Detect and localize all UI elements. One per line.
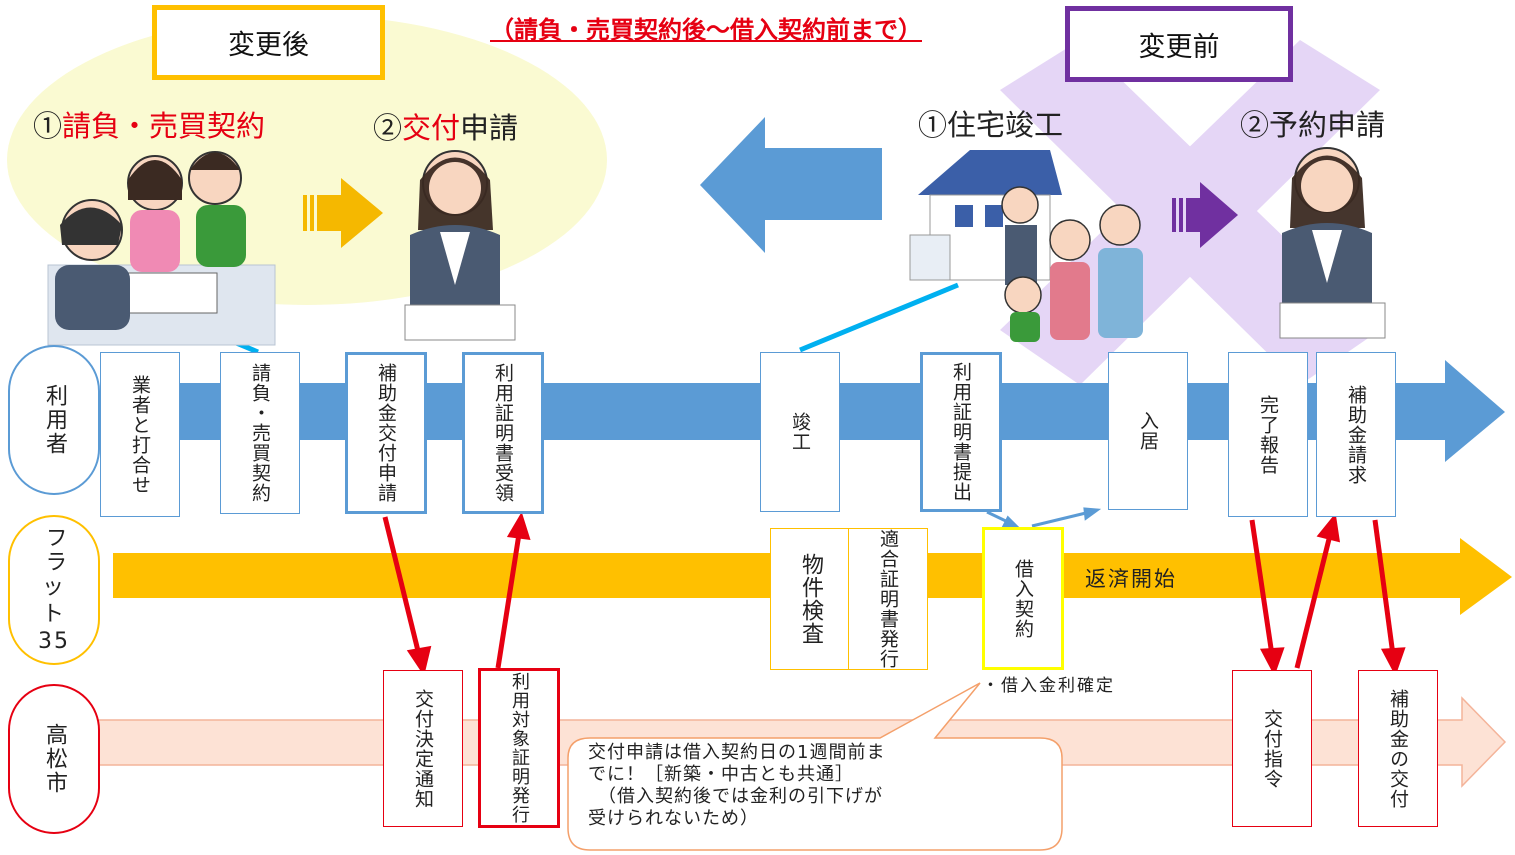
user-box-certificate-submission: 利用証明書提出 <box>920 352 1002 512</box>
after-tag: 変更後 <box>152 5 385 80</box>
user-box-completion: 竣工 <box>760 352 840 512</box>
flat35-text-1: フラ <box>41 525 67 574</box>
lane-label-city: 高松市 <box>8 684 100 834</box>
contract-meeting-illustration <box>47 151 276 346</box>
flat35-text-3: ト <box>41 601 66 627</box>
flat35-box-inspection: 物件検査 <box>770 528 850 670</box>
after-step-2-rest: 申請 <box>460 111 519 145</box>
completion-leader-line <box>799 282 959 353</box>
user-box-completion-report: 完了報告 <box>1228 352 1308 517</box>
city-box-eligibility-certificate: 利用対象証明発行 <box>478 668 560 828</box>
callout-line-2: でに！［新築・中古とも共通］ <box>588 764 854 785</box>
city-box-grant-payment: 補助金の交付 <box>1358 670 1438 827</box>
change-direction-arrow <box>700 117 882 253</box>
after-step-1-number: ① <box>33 109 63 143</box>
applicant-illustration-before <box>1279 147 1386 339</box>
period-note: （請負・売買契約後～借入契約前まで） <box>490 15 922 44</box>
applicant-illustration-after <box>404 150 516 341</box>
flat35-text-4: 35 <box>38 628 70 654</box>
user-box-meeting: 業者と打合せ <box>100 352 180 517</box>
flat35-text-2: ッ <box>41 574 66 600</box>
before-step-1: ①住宅竣工 <box>918 108 1064 142</box>
lane-label-user: 利用者 <box>8 345 100 495</box>
flat35-box-loan-contract: 借入契約 <box>982 527 1064 670</box>
user-box-grant-claim: 補助金請求 <box>1316 352 1396 517</box>
callout-line-4: 受けられないため） <box>588 808 759 829</box>
house-family-illustration <box>909 150 1143 342</box>
after-step-2: ②交付申請 <box>373 105 518 147</box>
before-step-2: ②予約申請 <box>1240 108 1386 142</box>
city-box-grant-order: 交付指令 <box>1232 670 1312 827</box>
after-step-1-label: 請負・売買契約 <box>62 109 266 143</box>
after-step-2-number: ② <box>373 111 403 145</box>
red-flow-arrows <box>382 511 1406 677</box>
user-box-contract: 請負・売買契約 <box>220 352 300 514</box>
repayment-start-label: 返済開始 <box>1085 567 1177 591</box>
after-step-2-red: 交付 <box>402 111 461 145</box>
lane-label-flat35: フラ ッ ト 35 <box>8 515 100 665</box>
callout-text: 交付申請は借入契約日の1週間前ま でに！［新築・中古とも共通］ （借入契約後では… <box>588 742 885 830</box>
user-box-grant-application: 補助金交付申請 <box>345 352 427 514</box>
city-box-grant-decision: 交付決定通知 <box>383 670 463 827</box>
user-box-certificate-receipt: 利用証明書受領 <box>462 352 544 514</box>
callout-line-1: 交付申請は借入契約日の1週間前ま <box>588 742 886 763</box>
before-flow-arrow <box>1172 182 1238 248</box>
callout-bubble <box>567 682 1063 851</box>
certificate-to-loan-arrows <box>986 507 1102 528</box>
rate-fixed-note: ・借入金利確定 <box>982 676 1115 696</box>
after-step-1: ①請負・売買契約 <box>33 103 265 145</box>
flat35-box-conformity-certificate: 適合証明書発行 <box>848 528 928 670</box>
user-box-move-in: 入居 <box>1108 352 1188 510</box>
callout-line-3: （借入契約後では金利の引下げが <box>598 786 883 807</box>
after-flow-arrow <box>303 178 383 248</box>
before-tag: 変更前 <box>1065 6 1293 82</box>
